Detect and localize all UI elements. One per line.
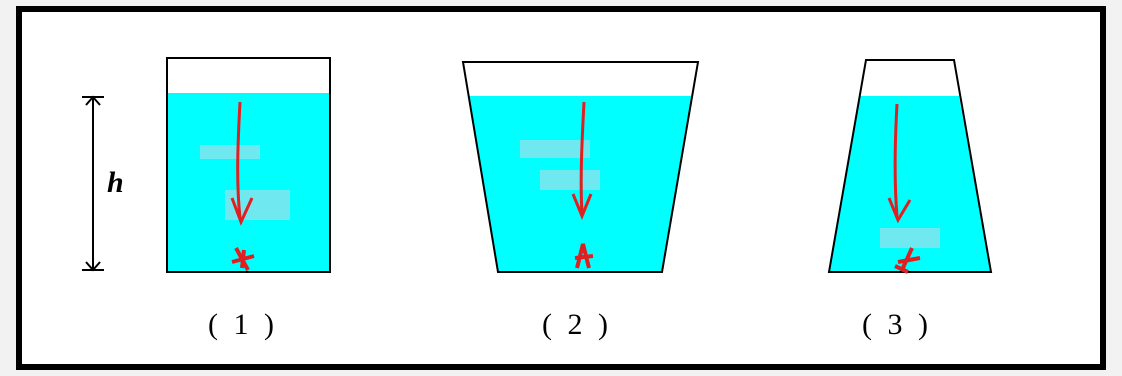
container-2-point-mark [574, 243, 594, 269]
container-2-highlight [520, 140, 590, 158]
container-1-straight [166, 57, 331, 273]
height-label: h [107, 166, 124, 199]
container-1-point-mark [231, 247, 255, 271]
container-3-point-mark [894, 247, 921, 274]
height-dimension [82, 95, 104, 272]
container-1-arrow [236, 101, 242, 219]
container-3-water [829, 96, 991, 272]
caption-3: ( 3 ) [862, 308, 932, 341]
container-3-arrow [893, 103, 899, 217]
container-1-highlight [200, 145, 260, 159]
caption-1: ( 1 ) [208, 308, 278, 341]
container-1-water [167, 93, 330, 272]
container-3-narrowing [827, 59, 993, 274]
container-2-widening [461, 61, 700, 273]
caption-2: ( 2 ) [542, 308, 612, 341]
container-3-outline [827, 59, 993, 273]
container-2-arrow [579, 101, 586, 215]
container-2-outline [461, 61, 700, 273]
container-3-highlight [880, 228, 940, 248]
container-1-outline [166, 57, 331, 273]
